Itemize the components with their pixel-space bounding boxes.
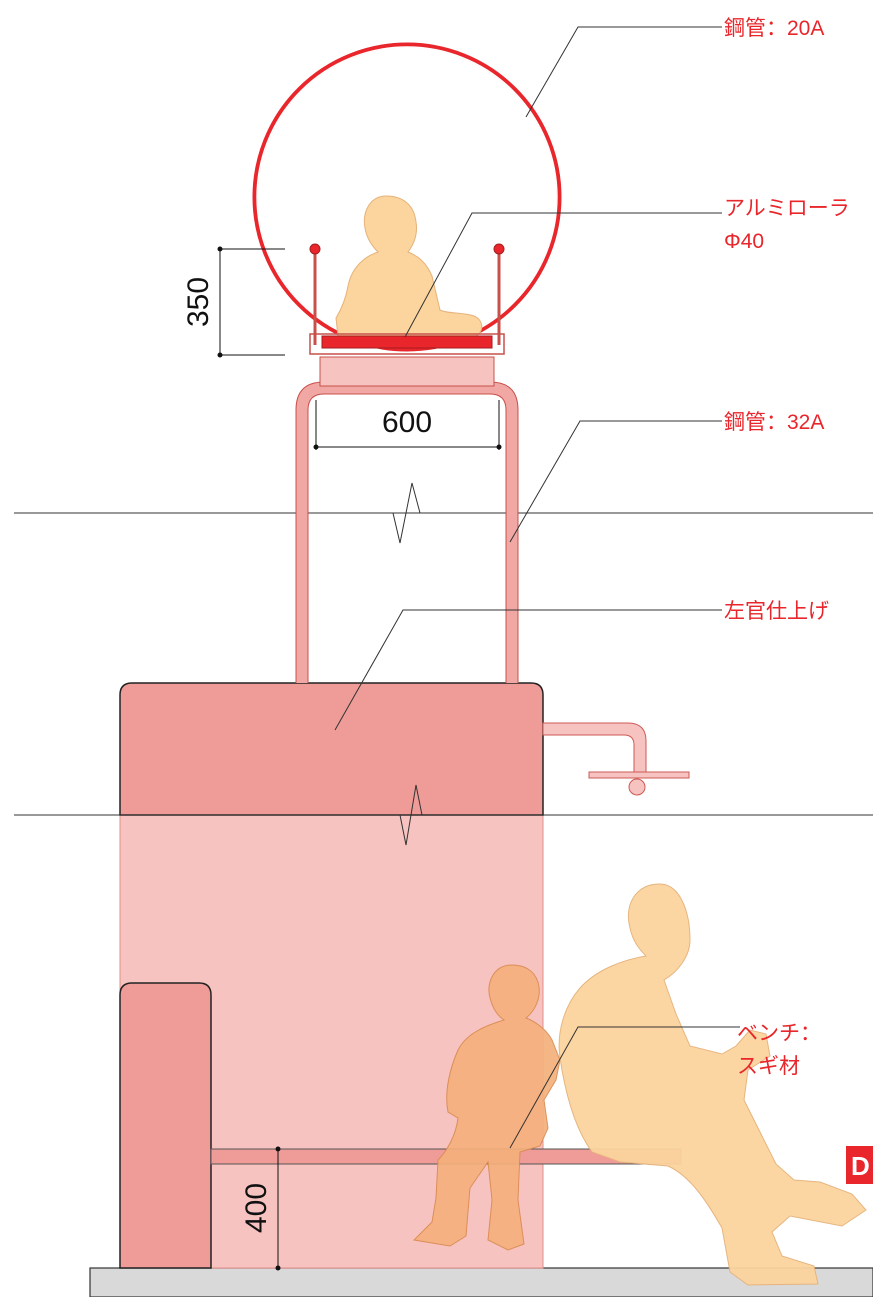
dim-600-dot-left	[313, 444, 319, 450]
child-silhouette-top	[335, 195, 483, 337]
dim-400-dot-top	[275, 1146, 281, 1152]
adult-silhouette	[558, 883, 867, 1286]
dim-400-text: 400	[240, 1183, 273, 1233]
label-steel-pipe-mid: 鋼管：32A	[724, 411, 824, 434]
cradle-base-block	[319, 356, 495, 387]
swing-ring	[252, 42, 562, 352]
label-aluminum-roller-1: アルミローラ	[724, 197, 850, 220]
leader-bench	[509, 1026, 740, 1149]
aluminum-roller-bed	[321, 335, 493, 349]
leader-plaster-finish	[334, 609, 722, 731]
edge-badge-text: D	[851, 1151, 870, 1181]
label-bench-1: ベンチ：	[737, 1022, 821, 1045]
child-silhouette-bench	[412, 964, 561, 1251]
dim-350-dot-bottom	[217, 352, 223, 358]
side-bracket-knob	[628, 778, 646, 796]
steel-pipe-frame-outline-inner	[307, 393, 507, 683]
side-bracket	[542, 722, 647, 777]
steel-pipe-frame	[296, 382, 518, 683]
label-bench-2: スギ材	[737, 1055, 800, 1078]
bench-back-block	[119, 982, 212, 1269]
label-aluminum-roller-2: Φ40	[724, 230, 764, 253]
leader-steel-pipe-top	[525, 26, 722, 118]
break-zigzag-upper	[392, 482, 421, 544]
dim-600-dot-right	[496, 444, 502, 450]
label-plaster-finish: 左官仕上げ	[724, 600, 829, 623]
left-post-knob	[309, 243, 321, 255]
dim-350-dot-top	[217, 246, 223, 252]
label-steel-pipe-top: 鋼管：20A	[724, 17, 824, 40]
side-bracket-bar	[588, 771, 690, 779]
edge-badge	[846, 1146, 873, 1184]
break-zigzag-lower	[399, 784, 423, 846]
dim-400-dot-bottom	[275, 1265, 281, 1271]
leader-steel-pipe-mid	[509, 420, 722, 543]
dim-350-text: 350	[182, 277, 215, 327]
leader-aluminum-roller	[404, 212, 722, 338]
dim-600-text: 600	[382, 406, 432, 439]
right-post-knob	[493, 243, 505, 255]
pillar-upper-block	[119, 682, 544, 816]
